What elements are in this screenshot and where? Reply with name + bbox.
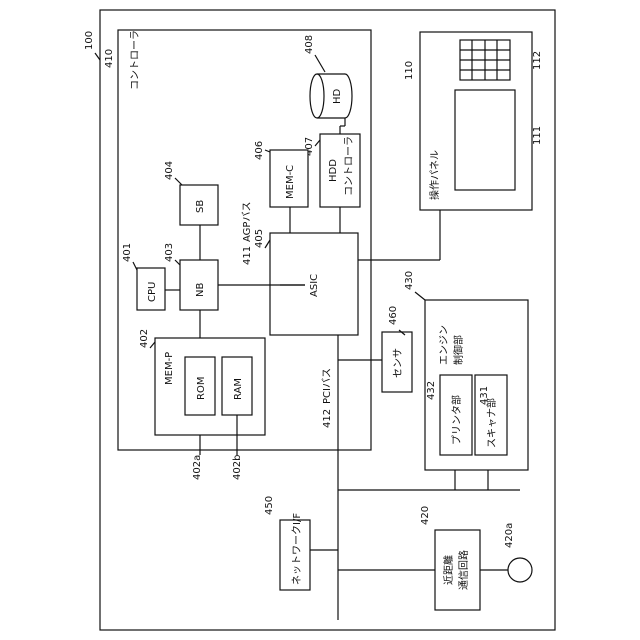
mem-c-label: MEM-C [285,165,296,199]
asic-label: ASIC [309,274,320,297]
ref-mem-p: 402 [139,329,150,348]
ref-hd: 408 [304,35,315,54]
ref-mem-c: 406 [254,141,265,160]
nfc-label-2: 通信回路 [457,550,470,590]
ref-sb: 404 [164,161,175,180]
network-if-label: ネットワークI/F [291,513,303,585]
nfc-label-1: 近距離 [442,555,455,585]
panel-display [455,90,515,190]
nb-label: NB [195,283,206,297]
ref-engine: 430 [404,271,415,290]
ref-cpu: 401 [122,243,133,262]
hdd-controller-label-2: コントローラ [343,136,355,196]
ref-asic: 405 [254,229,265,248]
engine-label-2: 制御部 [452,335,465,365]
engine-label-1: エンジン [439,325,450,365]
printer-label: プリンタ部 [450,395,463,445]
antenna-circle [508,558,532,582]
ram-label: RAM [233,378,244,400]
ref-sensor: 460 [388,306,399,325]
ref-scanner: 431 [479,386,490,405]
ref-rom: 402a [192,455,203,480]
ref-nb: 403 [164,243,175,262]
ref-agp: 411 [242,246,253,265]
ref-printer: 432 [426,381,437,400]
ref-pci: 412 [322,409,333,428]
ref-ram: 402b [232,455,243,480]
agp-label: AGPバス [241,202,253,242]
mem-p-label: MEM-P [164,352,175,385]
panel-label: 操作パネル [428,150,441,200]
pci-label: PCIバス [321,368,333,404]
ref-device: 100 [84,31,95,50]
hdd-controller-label-1: HDD [328,159,339,182]
ref-nfc: 420 [420,506,431,525]
ref-network-if: 450 [264,496,275,515]
nfc-box [435,530,480,610]
sensor-label: センサ [392,348,404,378]
sb-label: SB [195,200,206,213]
ref-controller: 410 [104,49,115,68]
rom-label: ROM [196,377,207,400]
ref-antenna: 420a [504,523,515,548]
cpu-label: CPU [147,282,158,302]
ref-panel-keys: 112 [532,51,543,70]
ref-panel: 110 [404,61,415,80]
hd-cylinder: HD [310,74,352,118]
hd-label: HD [332,88,343,104]
controller-label: コントローラ [129,30,141,90]
ref-panel-display: 111 [532,126,543,145]
